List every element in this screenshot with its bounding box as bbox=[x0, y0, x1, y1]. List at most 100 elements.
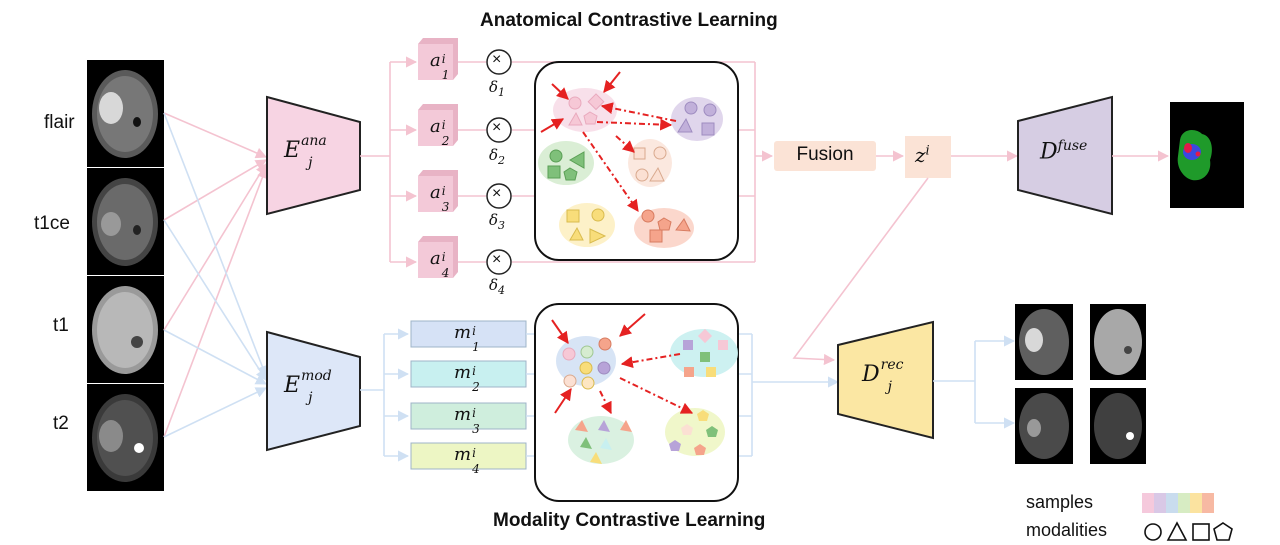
rec-decoder-sup: rec bbox=[880, 357, 904, 373]
delta-2: δ bbox=[489, 146, 499, 164]
m4-base: m bbox=[454, 444, 472, 465]
latent-base: z bbox=[915, 143, 926, 167]
multiply-symbol-1: × bbox=[492, 51, 502, 68]
recon-image-t1 bbox=[1090, 304, 1146, 380]
delta-3-sub: 3 bbox=[498, 219, 506, 232]
modality-encoder bbox=[266, 330, 361, 452]
input-label-t1: t1 bbox=[53, 315, 69, 336]
legend-modality-shapes bbox=[1144, 521, 1233, 541]
multiply-operators bbox=[486, 49, 512, 275]
mri-flair-image bbox=[87, 60, 164, 167]
anatomy-factor-box-3 bbox=[418, 170, 458, 212]
mri-t1-image bbox=[87, 276, 164, 383]
legend-samples-label: samples bbox=[1026, 492, 1094, 512]
a3-sup: i bbox=[441, 184, 446, 198]
m1-sub: 1 bbox=[472, 340, 480, 354]
anatomy-fanout-arrows bbox=[360, 56, 418, 268]
a1-sup: i bbox=[441, 52, 446, 66]
delta-1-sub: 1 bbox=[498, 86, 506, 99]
a4-sub: 4 bbox=[441, 266, 450, 280]
anatomy-encoder bbox=[266, 95, 361, 216]
rec-decoder-sub: j bbox=[887, 379, 892, 395]
recon-image-flair bbox=[1015, 304, 1073, 380]
anatomy-factor-boxes bbox=[418, 38, 458, 278]
modality-factor-box-4 bbox=[410, 442, 527, 470]
rec-decoder-base: D bbox=[862, 362, 880, 387]
a4-base: a bbox=[430, 248, 441, 269]
delta-label-1: δ1 bbox=[489, 78, 505, 99]
modality-fanout-arrows bbox=[360, 328, 410, 462]
anatomy-factor-box-2 bbox=[418, 104, 458, 146]
fusion-label: Fusion bbox=[796, 144, 854, 165]
delta-4: δ bbox=[489, 276, 499, 294]
anatomical-embedding-panel bbox=[534, 61, 739, 261]
m2-base: m bbox=[454, 362, 472, 383]
m2-sub: 2 bbox=[472, 380, 480, 394]
input-label-t2: t2 bbox=[53, 413, 69, 434]
anatomy-encoder-sub: j bbox=[308, 155, 313, 171]
a4-sup: i bbox=[441, 250, 446, 264]
fusion-box bbox=[774, 141, 876, 171]
rec-decoder-output-arrows bbox=[933, 335, 1016, 429]
anatomy-encoder-sup: ana bbox=[301, 133, 327, 149]
a2-sub: 2 bbox=[441, 134, 450, 148]
m3-base: m bbox=[454, 404, 472, 425]
fuse-decoder-sup: fuse bbox=[1057, 138, 1088, 154]
anatomy-factor-box-1 bbox=[418, 38, 458, 80]
m3-sup: i bbox=[472, 406, 476, 420]
m3-sub: 3 bbox=[472, 422, 480, 436]
modality-factor-box-2 bbox=[410, 360, 527, 388]
m1-sup: i bbox=[472, 324, 476, 338]
fuse-decoder bbox=[1017, 95, 1113, 216]
m4-sup: i bbox=[472, 446, 476, 460]
latent-sup: i bbox=[925, 143, 930, 159]
multiply-symbol-2: × bbox=[492, 119, 502, 136]
delta-4-sub: 4 bbox=[498, 284, 506, 297]
legend-samples-colorbar bbox=[1142, 493, 1214, 513]
input-to-anatomy-encoder-arrows bbox=[163, 112, 268, 438]
m2-sup: i bbox=[472, 364, 476, 378]
modality-encoder-base: E bbox=[284, 373, 301, 398]
a3-sub: 3 bbox=[441, 200, 450, 214]
a2-sup: i bbox=[441, 118, 446, 132]
modality-encoder-sub: j bbox=[308, 390, 313, 406]
square-shape-icon bbox=[1192, 523, 1210, 541]
m4-sub: 4 bbox=[472, 462, 480, 476]
fuse-decoder-base: D bbox=[1040, 139, 1058, 165]
modality-embedding-panel bbox=[534, 303, 739, 502]
title-modality: Modality Contrastive Learning bbox=[493, 510, 766, 531]
mri-t2-image bbox=[87, 384, 164, 491]
a3-base: a bbox=[430, 182, 441, 203]
m1-base: m bbox=[454, 322, 472, 343]
mri-t1ce-image bbox=[87, 168, 164, 275]
rec-decoder bbox=[837, 320, 934, 440]
recon-image-t2 bbox=[1090, 388, 1146, 464]
delta-label-4: δ4 bbox=[489, 276, 505, 297]
anatomy-factor-box-4 bbox=[418, 236, 458, 278]
multiply-symbol-3: × bbox=[492, 185, 502, 202]
anatomy-encoder-base: E bbox=[284, 138, 301, 163]
delta-2-sub: 2 bbox=[498, 154, 506, 167]
delta-3: δ bbox=[489, 211, 499, 229]
a1-sub: 1 bbox=[441, 68, 450, 82]
reconstructed-images bbox=[1015, 304, 1146, 464]
delta-label-2: δ2 bbox=[489, 146, 505, 167]
title-anatomical: Anatomical Contrastive Learning bbox=[480, 10, 778, 31]
latent-box bbox=[905, 136, 951, 178]
circle-shape-icon bbox=[1144, 523, 1162, 541]
latent-label: zi bbox=[915, 143, 930, 167]
multiply-symbol-4: × bbox=[492, 251, 502, 268]
modality-factor-box-1 bbox=[410, 320, 527, 348]
a1-base: a bbox=[430, 50, 441, 71]
